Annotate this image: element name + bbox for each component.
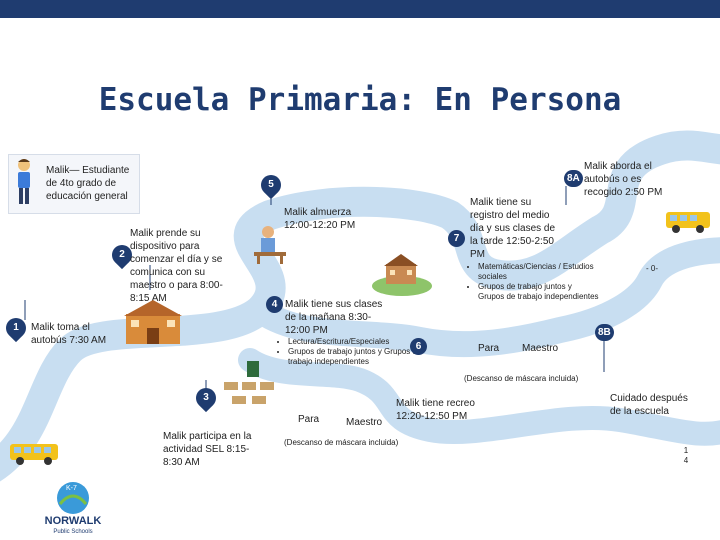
step-7-bullet: Grupos de trabajo juntos y Grupos de tra…	[478, 282, 600, 302]
step-1-pin: 1	[1, 313, 31, 343]
dots-marker: - 0-	[646, 264, 658, 273]
logo-grade: K-7	[66, 485, 77, 492]
step-4-bullet: Lectura/Escritura/Especiales	[288, 337, 428, 347]
step-7-note: (Descanso de máscara incluida)	[464, 374, 579, 383]
lunch-student-icon	[254, 226, 286, 264]
step-4-text: Malik tiene sus clases de la mañana 8:30…	[285, 299, 383, 336]
step-7-text: Malik tiene su registro del medio día y …	[470, 197, 556, 260]
step-4-badge: 4	[266, 296, 283, 313]
step-7-bullet: Matemáticas/Ciencias / Estudios sociales	[478, 262, 600, 282]
student-card	[8, 154, 140, 214]
school-building-icon	[124, 300, 182, 344]
logo-name: NORWALK	[45, 515, 102, 527]
playground-school-icon	[372, 254, 432, 296]
step-7-bullets: Matemáticas/Ciencias / Estudios sociales…	[466, 262, 600, 302]
step-8a-text: Malik aborda el autobús o es recogido 2:…	[584, 161, 663, 198]
step-7-badge: 7	[448, 230, 465, 247]
step-4-note: (Descanso de máscara incluida)	[284, 438, 399, 447]
step-1-text: Malik toma el autobús 7:30 AM	[31, 322, 107, 346]
classroom-desks-icon	[224, 382, 274, 404]
step-4-maestro: Maestro	[346, 417, 383, 428]
step-5-text: Malik almuerza 12:00-12:20 PM	[284, 207, 356, 231]
step-2-text: Malik prende su dispositivo para comenza…	[130, 228, 223, 304]
page-title: Escuela Primaria: En Persona	[98, 82, 622, 118]
norwalk-logo: K-7 NORWALK Public Schools	[45, 482, 102, 535]
top-banner	[0, 0, 720, 18]
step-8b-text: Cuidado después de la escuela	[610, 393, 688, 417]
school-bus-icon	[10, 444, 58, 465]
step-7-maestro: Maestro	[522, 343, 559, 354]
step-3-text: Malik participa en la actividad SEL 8:15…	[163, 431, 252, 468]
step-8a-badge: 8A	[564, 170, 583, 187]
step-7-para: Para	[478, 343, 500, 354]
step-4-para: Para	[298, 414, 320, 425]
step-4-bullet: Grupos de trabajo juntos y Grupos de tra…	[288, 347, 428, 367]
student-icon	[18, 159, 30, 204]
logo-sub: Public Schools	[53, 529, 92, 535]
step-6-badge: 6	[410, 338, 427, 355]
step-4-bullets: Lectura/Escritura/Especiales Grupos de t…	[276, 337, 428, 367]
step-3-pin: 3	[191, 383, 221, 413]
chalkboard-icon	[247, 361, 259, 377]
step-5-pin: 5	[256, 170, 286, 200]
school-bus-icon	[666, 212, 710, 233]
page-number: 1 4	[683, 446, 689, 465]
student-description: Malik— Estudiante de 4to grado de educac…	[46, 165, 130, 202]
step-6-text: Malik tiene recreo 12:20-12:50 PM	[396, 398, 475, 422]
step-8b-badge: 8B	[595, 324, 614, 341]
